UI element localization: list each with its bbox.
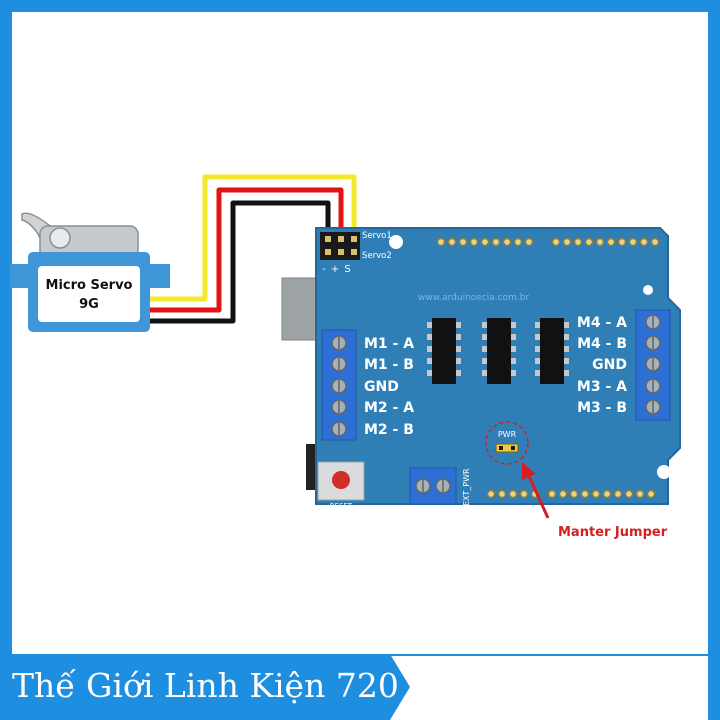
annotation-arrow: [522, 462, 550, 519]
servo-shaft: [49, 227, 71, 249]
top-header-left: [436, 237, 534, 247]
annotation-label: Manter Jumper: [558, 525, 668, 540]
servo-mount-left: [10, 264, 32, 288]
left-terminal-label-4: M2 - A: [364, 400, 414, 416]
wire-red: [150, 187, 344, 313]
reset-button: [332, 471, 350, 489]
mount-hole-mid: [643, 285, 653, 295]
header-pin-label: - + S: [322, 264, 352, 275]
servo-label-line1: Micro Servo: [46, 278, 133, 293]
website-label: www.arduinoecia.com.br: [418, 293, 529, 303]
bottom-header-right: [547, 489, 656, 499]
right-terminal-label-3: GND: [592, 357, 627, 373]
left-terminal-block: [321, 329, 357, 441]
right-terminal-labels: M4 - A M4 - B GND M3 - A M3 - B: [577, 315, 627, 416]
reset-label: RESET: [330, 502, 353, 510]
mount-hole-top: [389, 235, 403, 249]
pwr-jumper-highlight: [485, 421, 529, 465]
right-terminal-label-1: M4 - A: [577, 315, 627, 331]
left-terminal-label-2: M1 - B: [364, 357, 414, 373]
servo2-label: Servo2: [362, 251, 392, 261]
servo-label-line2: 9G: [79, 297, 99, 312]
servo-label-plate: [38, 266, 140, 322]
right-terminal-label-2: M4 - B: [577, 336, 627, 352]
driver-chip-3: [535, 318, 569, 384]
usb-connector: [281, 277, 317, 341]
driver-chip-1: [427, 318, 461, 384]
left-terminal-label-5: M2 - B: [364, 422, 414, 438]
right-terminal-label-5: M3 - B: [577, 400, 627, 416]
right-terminal-block: [635, 309, 671, 421]
motor-shield-board: Servo1 Servo2 - + S www.arduinoecia.com.…: [315, 227, 681, 510]
right-terminal-label-4: M3 - A: [577, 379, 627, 395]
driver-chip-2: [482, 318, 516, 384]
servo-header: [320, 232, 360, 260]
left-terminal-labels: M1 - A M1 - B GND M2 - A M2 - B: [364, 336, 414, 438]
micro-servo: Micro Servo 9G: [10, 212, 170, 332]
wire-black: [150, 200, 331, 324]
left-terminal-label-3: GND: [364, 379, 399, 395]
pwr-jumper: [495, 443, 519, 453]
banner-shape: [0, 654, 410, 720]
servo-wires: [150, 174, 357, 324]
top-header-right: [551, 237, 660, 247]
servo1-label: Servo1: [362, 231, 392, 241]
left-terminal-label-1: M1 - A: [364, 336, 414, 352]
brand-banner: Thế Giới Linh Kiện 720: [0, 654, 720, 720]
wire-yellow: [150, 174, 357, 302]
ext-pwr-label: EXT_PWR: [462, 468, 471, 506]
mount-hole-right: [657, 465, 671, 479]
pwr-label: PWR: [498, 430, 517, 439]
banner-text: Thế Giới Linh Kiện 720: [12, 666, 399, 705]
